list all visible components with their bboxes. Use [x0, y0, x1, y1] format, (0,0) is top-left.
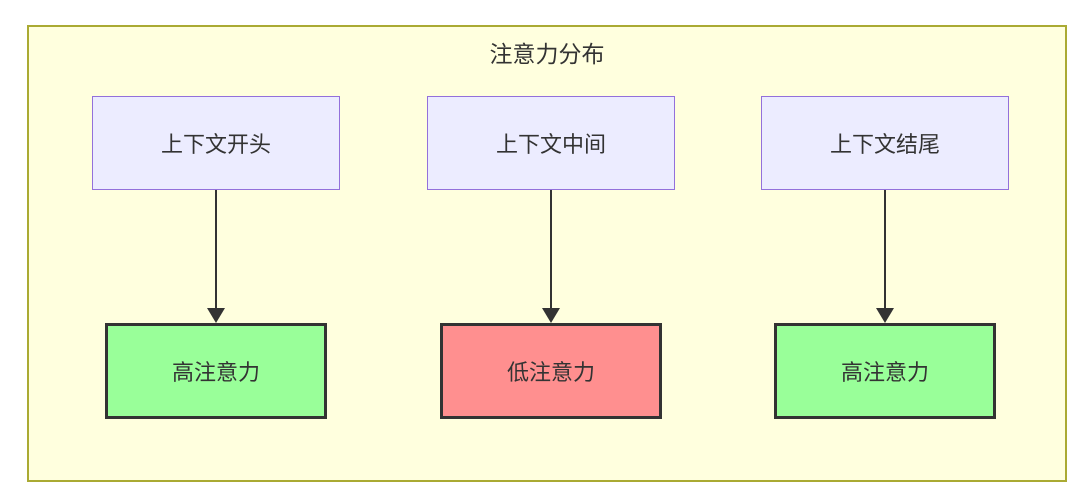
node-context-end: 上下文结尾 — [761, 96, 1009, 190]
diagram-title: 注意力分布 — [489, 41, 605, 67]
column-context-start: 上下文开头 高注意力 — [91, 96, 341, 419]
column-context-end: 上下文结尾 高注意力 — [760, 96, 1010, 419]
node-result-end: 高注意力 — [774, 323, 996, 419]
arrow-down-icon — [207, 308, 225, 323]
arrow-connector — [207, 190, 225, 323]
arrow-down-icon — [876, 308, 894, 323]
arrow-line — [884, 190, 886, 308]
node-result-start: 高注意力 — [105, 323, 327, 419]
arrow-line — [550, 190, 552, 308]
arrow-connector — [542, 190, 560, 323]
node-result-middle: 低注意力 — [440, 323, 662, 419]
node-context-middle: 上下文中间 — [427, 96, 675, 190]
attention-subgraph-container: 注意力分布 上下文开头 高注意力 上下文中间 低注意力 上下文结尾 高注意力 — [27, 25, 1067, 482]
node-context-start: 上下文开头 — [92, 96, 340, 190]
arrow-connector — [876, 190, 894, 323]
column-context-middle: 上下文中间 低注意力 — [426, 96, 676, 419]
arrow-down-icon — [542, 308, 560, 323]
arrow-line — [215, 190, 217, 308]
